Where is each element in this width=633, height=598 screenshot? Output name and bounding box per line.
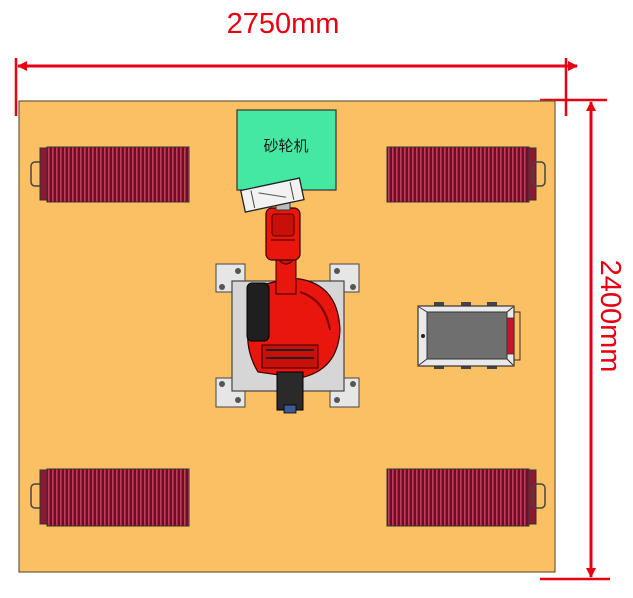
fixture-rack	[46, 468, 190, 527]
height-label: 2400mm	[594, 260, 626, 373]
fixture-rack	[46, 146, 190, 203]
grinding-machine-label: 砂轮机	[263, 137, 308, 155]
robot-arm	[239, 177, 341, 414]
grinding-machine: 砂轮机	[236, 109, 337, 191]
fixture-handle	[532, 483, 546, 509]
tray-handle	[506, 317, 515, 355]
fixture-bottom-right	[386, 468, 546, 527]
width-dimension: 2750mm	[14, 8, 578, 116]
fixture-top-left	[30, 146, 190, 203]
robot-motor	[246, 282, 270, 342]
fixture-bottom-left	[30, 468, 190, 527]
fixture-handle	[532, 161, 546, 187]
fixture-rack	[386, 468, 530, 527]
height-dimension: 2400mm	[540, 98, 626, 581]
robot-tool	[239, 177, 305, 213]
width-label: 2750mm	[227, 8, 340, 40]
tray-panel	[426, 311, 508, 360]
workpiece-tray	[417, 302, 521, 369]
robot-connector	[276, 371, 304, 411]
fixture-rack	[386, 146, 530, 203]
fixture-top-right	[386, 146, 546, 203]
